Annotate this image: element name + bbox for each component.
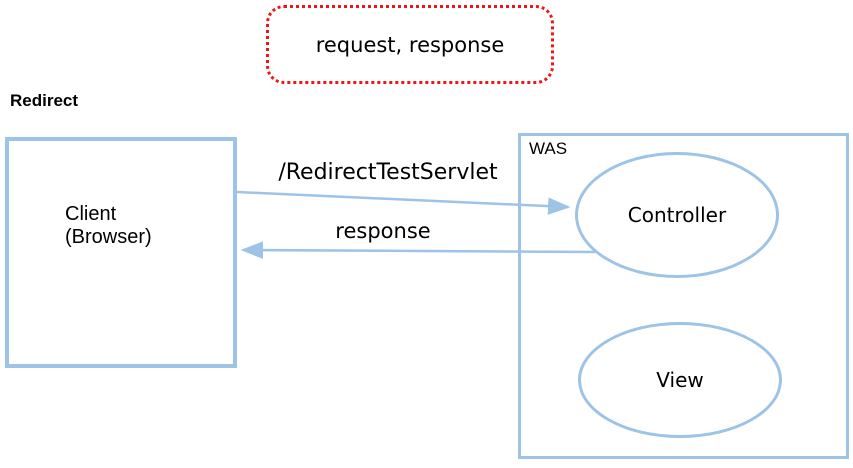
response-arrow-label: response bbox=[335, 219, 431, 243]
client-label: Client (Browser) bbox=[65, 203, 152, 248]
request-arrow-label: /RedirectTestServlet bbox=[278, 160, 498, 185]
note-box: request, response bbox=[266, 5, 554, 84]
view-label: View bbox=[656, 368, 704, 392]
controller-ellipse: Controller bbox=[575, 152, 779, 278]
redirect-heading: Redirect bbox=[10, 91, 79, 110]
note-label: request, response bbox=[315, 32, 505, 57]
was-label: WAS bbox=[529, 139, 568, 158]
controller-label: Controller bbox=[627, 203, 727, 227]
view-ellipse: View bbox=[578, 322, 782, 438]
client-box: Client (Browser) bbox=[5, 137, 237, 368]
